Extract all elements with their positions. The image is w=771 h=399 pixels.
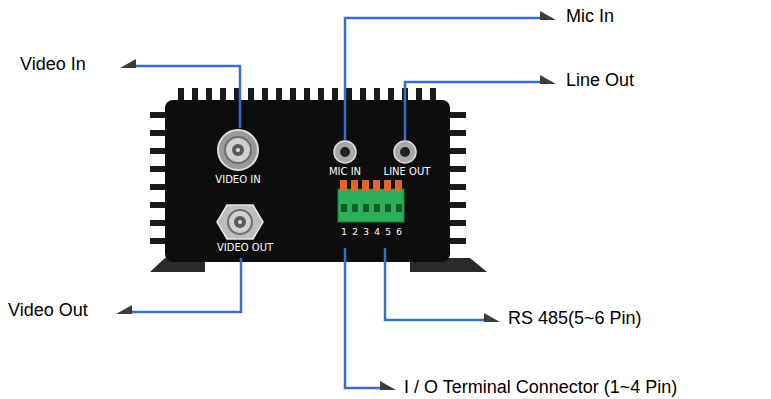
port-marking: VIDEO IN xyxy=(215,174,260,185)
bnc-connector xyxy=(217,205,263,239)
device-housing xyxy=(165,100,450,262)
callout-label: Video In xyxy=(20,55,86,75)
port-marking: VIDEO OUT xyxy=(217,242,273,253)
bnc-connector xyxy=(218,130,258,170)
pin-number: 5 xyxy=(385,228,391,238)
port-marking: LINE OUT xyxy=(384,166,431,177)
leader-line xyxy=(132,18,540,388)
leader-arrowhead xyxy=(116,11,556,390)
pin-number: 4 xyxy=(374,228,380,238)
terminal-block xyxy=(338,180,404,222)
callout-label: Mic In xyxy=(566,7,614,27)
callout-label: RS 485(5~6 Pin) xyxy=(508,309,642,329)
pin-number: 2 xyxy=(352,228,358,238)
audio-jack xyxy=(334,141,356,163)
pin-number: 1 xyxy=(341,228,347,238)
pin-number: 6 xyxy=(396,228,402,238)
port-marking: MIC IN xyxy=(329,166,361,177)
callout-label: Video Out xyxy=(8,301,88,321)
pin-number: 3 xyxy=(363,228,369,238)
audio-jack xyxy=(394,141,416,163)
callout-label: Line Out xyxy=(566,71,634,91)
callout-label: I / O Terminal Connector (1~4 Pin) xyxy=(404,378,677,398)
